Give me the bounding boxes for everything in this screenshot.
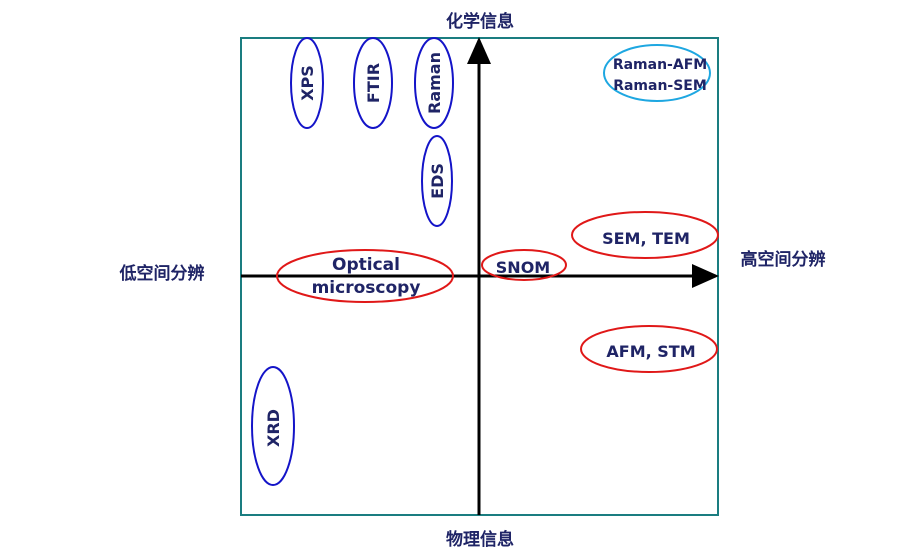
svg-text:SEM, TEM: SEM, TEM <box>602 229 690 248</box>
svg-text:EDS: EDS <box>428 163 447 199</box>
svg-text:FTIR: FTIR <box>364 63 383 103</box>
svg-text:XRD: XRD <box>264 409 283 447</box>
technique-raman-afm-sem: Raman-AFM Raman-SEM <box>603 44 711 102</box>
technique-raman: Raman <box>414 37 454 129</box>
axis-label-top: 化学信息 <box>446 11 514 32</box>
svg-text:microscopy: microscopy <box>312 278 421 298</box>
axis-label-left: 低空间分辨 <box>119 263 205 284</box>
technique-xps: XPS <box>290 37 324 129</box>
technique-snom: SNOM <box>481 249 567 281</box>
svg-text:Raman-AFM: Raman-AFM <box>613 57 707 73</box>
svg-text:AFM, STM: AFM, STM <box>606 342 695 361</box>
axis-label-bottom: 物理信息 <box>446 529 514 550</box>
axis-label-right: 高空间分辨 <box>741 249 826 270</box>
svg-text:Raman-SEM: Raman-SEM <box>613 78 707 94</box>
technique-xrd: XRD <box>251 366 295 486</box>
svg-text:XPS: XPS <box>298 65 317 101</box>
svg-text:Raman: Raman <box>425 52 444 114</box>
technique-afm-stm: AFM, STM <box>580 325 718 373</box>
technique-eds: EDS <box>421 135 453 227</box>
svg-text:Optical: Optical <box>332 255 400 275</box>
technique-optical-microscopy: Optical microscopy <box>276 249 454 303</box>
svg-text:SNOM: SNOM <box>496 258 550 277</box>
technique-sem-tem: SEM, TEM <box>571 211 719 259</box>
technique-ftir: FTIR <box>353 37 393 129</box>
